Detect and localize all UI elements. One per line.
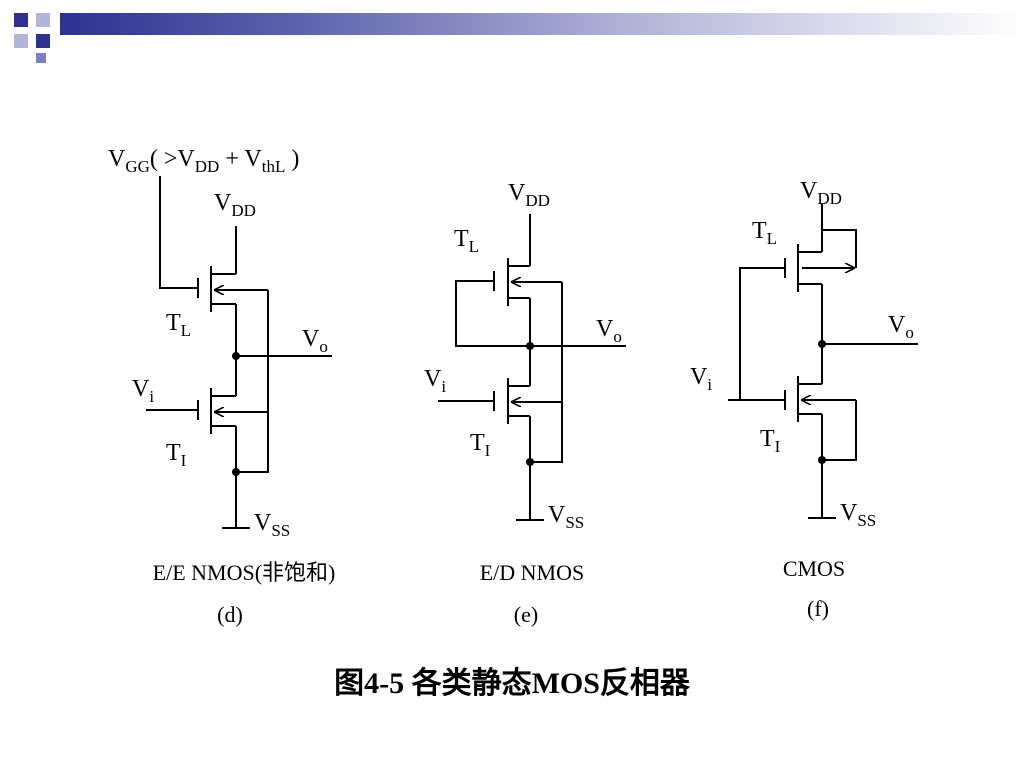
transistor-ti-d bbox=[146, 356, 268, 528]
circuit-f: VDD TL Vo Vi TI VSS CMOS (f) bbox=[690, 178, 918, 621]
vss-node-e bbox=[526, 458, 534, 466]
vgg-label: VGG( >VDD + VthL ) bbox=[108, 146, 299, 176]
transistor-ti-f bbox=[784, 344, 857, 518]
vdd-label-d: VDD bbox=[214, 190, 256, 220]
figure-caption: 图4-5 各类静态MOS反相器 bbox=[334, 667, 690, 700]
ti-label-f: TI bbox=[760, 426, 781, 456]
vdd-label-e: VDD bbox=[508, 180, 550, 210]
transistor-ti-e bbox=[438, 346, 562, 520]
vss-label-d: VSS bbox=[254, 510, 290, 540]
transistor-tl-e bbox=[493, 214, 562, 346]
vi-label-e: Vi bbox=[424, 366, 446, 396]
deco-square-4 bbox=[36, 34, 50, 48]
output-node-d bbox=[232, 352, 240, 360]
deco-square-2 bbox=[36, 13, 50, 27]
circuit-e: VDD TL Vo Vi TI VSS E/D NMOS (e) bbox=[424, 180, 626, 627]
deco-square-5 bbox=[36, 53, 46, 63]
vi-label-f: Vi bbox=[690, 364, 712, 394]
circuit-tag-e: (e) bbox=[514, 602, 538, 627]
vss-label-e: VSS bbox=[548, 502, 584, 532]
vss-label-f: VSS bbox=[840, 500, 876, 530]
substrate-wire-e bbox=[530, 282, 563, 463]
deco-square-3 bbox=[14, 34, 28, 48]
output-node-e bbox=[526, 342, 534, 350]
circuit-title-e: E/D NMOS bbox=[480, 560, 585, 585]
common-gate-wire-f bbox=[739, 267, 785, 401]
header-gradient-bar bbox=[60, 13, 1024, 35]
output-node-f bbox=[818, 340, 826, 348]
transistor-tl-f bbox=[784, 204, 857, 344]
vgg-wire bbox=[159, 176, 198, 289]
vo-label-f: Vo bbox=[888, 312, 914, 342]
tl-label-f: TL bbox=[752, 218, 777, 248]
vdd-label-f: VDD bbox=[800, 178, 842, 208]
ti-label-e: TI bbox=[470, 430, 491, 460]
ti-label-d: TI bbox=[166, 440, 187, 470]
vi-label-d: Vi bbox=[132, 376, 154, 406]
tl-label-e: TL bbox=[454, 226, 479, 256]
circuit-title-f: CMOS bbox=[783, 556, 845, 581]
tl-gate-tie-e bbox=[455, 280, 530, 347]
circuit-tag-f: (f) bbox=[807, 596, 829, 621]
transistor-tl-d bbox=[197, 226, 268, 356]
substrate-wire-d bbox=[236, 290, 269, 473]
vss-node-f bbox=[818, 456, 826, 464]
vo-label-d: Vo bbox=[302, 326, 328, 356]
vo-label-e: Vo bbox=[596, 316, 622, 346]
circuit-title-d: E/E NMOS(非饱和) bbox=[153, 560, 336, 585]
circuit-tag-d: (d) bbox=[217, 602, 243, 627]
vss-node-d bbox=[232, 468, 240, 476]
deco-square-1 bbox=[14, 13, 28, 27]
tl-label-d: TL bbox=[166, 310, 191, 340]
circuit-d: VGG( >VDD + VthL ) VDD TL Vo Vi TI VSS E… bbox=[108, 146, 335, 627]
